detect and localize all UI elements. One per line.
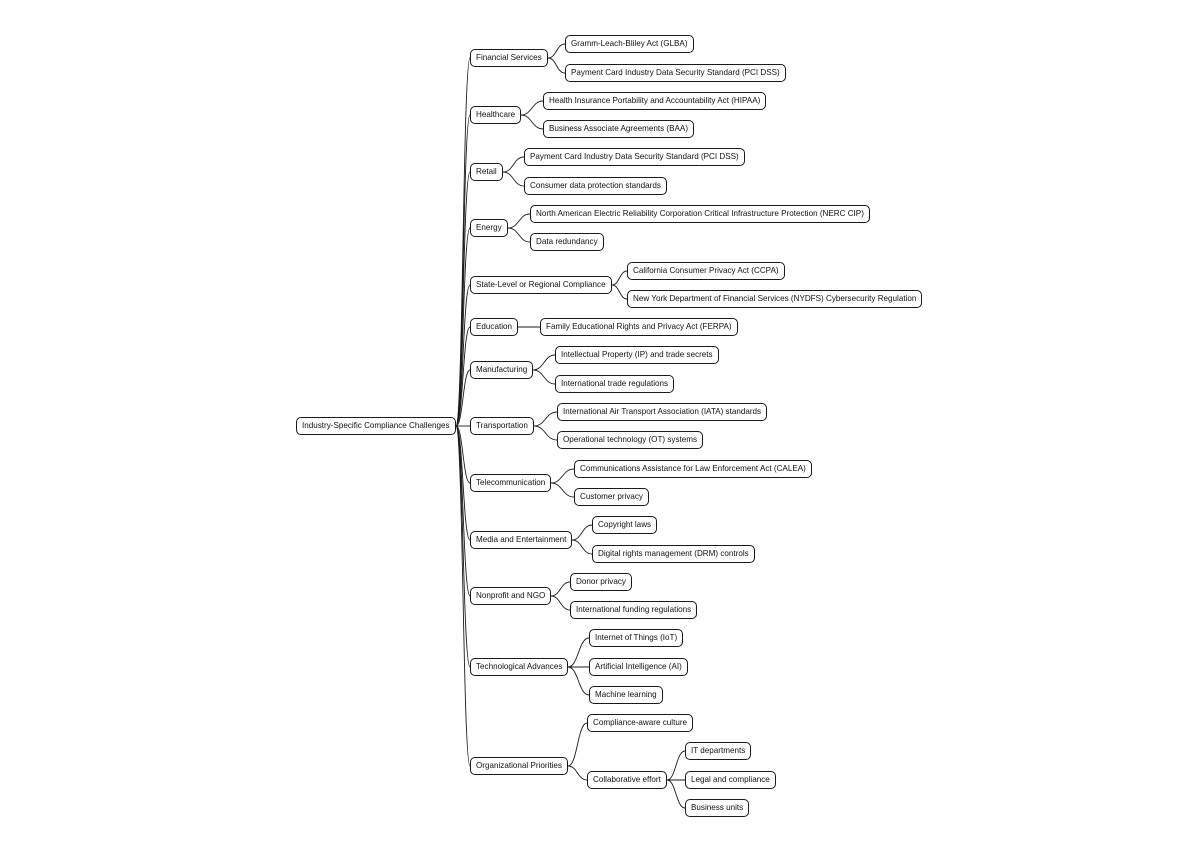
link-root-retail [455, 171, 471, 427]
node-branch-telecommunication: Telecommunication [470, 474, 552, 492]
link-state-level-or-regional-compliance-1 [611, 284, 628, 300]
node-root: Industry-Specific Compliance Challenges [296, 417, 456, 435]
node-leaf-retail-1: Consumer data protection standards [524, 177, 667, 195]
node-leaf-financial-services-0: Gramm-Leach-Bliley Act (GLBA) [565, 35, 694, 53]
node-leaf-collaborative-effort-1: Legal and compliance [685, 771, 776, 789]
node-leaf-education-0: Family Educational Rights and Privacy Ac… [540, 318, 738, 336]
node-branch-state-level-or-regional-compliance: State-Level or Regional Compliance [470, 276, 612, 294]
link-root-education [455, 326, 471, 427]
node-leaf-organizational-priorities-1: Collaborative effort [587, 771, 667, 789]
node-leaf-financial-services-1: Payment Card Industry Data Security Stan… [565, 64, 786, 82]
node-branch-education: Education [470, 318, 518, 336]
node-leaf-telecommunication-0: Communications Assistance for Law Enforc… [574, 460, 812, 478]
link-organizational-priorities-0 [567, 722, 588, 767]
node-leaf-technological-advances-2: Machine learning [589, 686, 663, 704]
link-collaborative-effort-2 [666, 779, 686, 809]
link-nonprofit-and-ngo-1 [550, 595, 571, 611]
link-collaborative-effort-0 [666, 750, 686, 781]
link-energy-0 [507, 213, 531, 229]
link-transportation-0 [533, 411, 558, 427]
node-leaf-technological-advances-1: Artificial Intelligence (AI) [589, 658, 688, 676]
node-leaf-organizational-priorities-0: Compliance-aware culture [587, 714, 694, 732]
node-branch-nonprofit-and-ngo: Nonprofit and NGO [470, 587, 552, 605]
link-root-manufacturing [455, 369, 471, 427]
link-financial-services-1 [547, 57, 566, 74]
link-energy-1 [507, 227, 531, 243]
node-branch-media-and-entertainment: Media and Entertainment [470, 531, 573, 549]
node-leaf-telecommunication-1: Customer privacy [574, 488, 649, 506]
link-state-level-or-regional-compliance-0 [611, 270, 628, 286]
link-manufacturing-0 [532, 354, 556, 371]
node-branch-organizational-priorities: Organizational Priorities [470, 757, 568, 775]
node-leaf-state-level-or-regional-compliance-0: California Consumer Privacy Act (CCPA) [627, 262, 785, 280]
node-branch-technological-advances: Technological Advances [470, 658, 569, 676]
node-leaf-collaborative-effort-0: IT departments [685, 742, 752, 760]
link-root-organizational-priorities [455, 425, 471, 767]
link-financial-services-0 [547, 43, 566, 59]
node-leaf-healthcare-0: Health Insurance Portability and Account… [543, 92, 767, 110]
node-branch-retail: Retail [470, 163, 503, 181]
node-leaf-nonprofit-and-ngo-0: Donor privacy [570, 573, 632, 591]
link-retail-1 [502, 171, 525, 187]
node-leaf-energy-0: North American Electric Reliability Corp… [530, 205, 870, 223]
link-transportation-1 [533, 425, 558, 441]
link-nonprofit-and-ngo-0 [550, 581, 571, 597]
link-manufacturing-1 [532, 369, 556, 385]
node-leaf-healthcare-1: Business Associate Agreements (BAA) [543, 120, 695, 138]
node-branch-financial-services: Financial Services [470, 49, 548, 67]
node-leaf-media-and-entertainment-1: Digital rights management (DRM) controls [592, 545, 755, 563]
link-healthcare-0 [520, 100, 544, 116]
node-leaf-energy-1: Data redundancy [530, 233, 604, 251]
link-media-and-entertainment-1 [571, 539, 593, 555]
link-telecommunication-1 [550, 482, 575, 498]
node-branch-energy: Energy [470, 219, 508, 237]
node-leaf-media-and-entertainment-0: Copyright laws [592, 516, 658, 534]
node-leaf-manufacturing-1: International trade regulations [555, 375, 675, 393]
link-healthcare-1 [520, 114, 544, 130]
link-technological-advances-2 [567, 666, 590, 696]
node-leaf-transportation-0: International Air Transport Association … [557, 403, 768, 421]
node-leaf-transportation-1: Operational technology (OT) systems [557, 431, 704, 449]
node-leaf-retail-0: Payment Card Industry Data Security Stan… [524, 148, 745, 166]
link-media-and-entertainment-0 [571, 524, 593, 541]
link-root-technological-advances [455, 425, 471, 668]
link-technological-advances-0 [567, 637, 590, 668]
node-leaf-collaborative-effort-2: Business units [685, 799, 750, 817]
node-branch-transportation: Transportation [470, 417, 534, 435]
node-branch-healthcare: Healthcare [470, 106, 522, 124]
node-leaf-manufacturing-0: Intellectual Property (IP) and trade sec… [555, 346, 719, 364]
node-leaf-nonprofit-and-ngo-1: International funding regulations [570, 601, 698, 619]
link-retail-0 [502, 156, 525, 173]
node-branch-manufacturing: Manufacturing [470, 361, 534, 379]
link-telecommunication-0 [550, 468, 575, 484]
link-organizational-priorities-1 [567, 765, 588, 781]
node-leaf-technological-advances-0: Internet of Things (IoT) [589, 629, 684, 647]
node-leaf-state-level-or-regional-compliance-1: New York Department of Financial Service… [627, 290, 923, 308]
